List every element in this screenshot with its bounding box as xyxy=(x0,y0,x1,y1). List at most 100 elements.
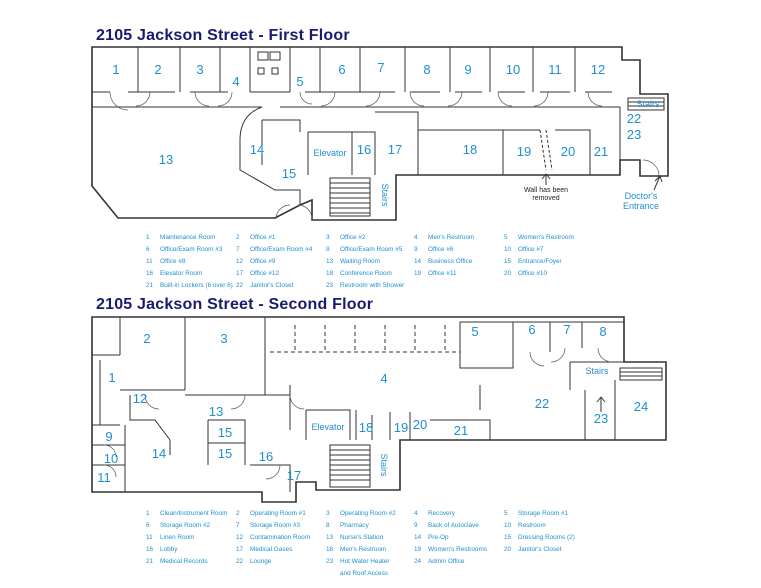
first-floor-stairs xyxy=(329,97,665,217)
sf-room-14[interactable]: 14 xyxy=(152,446,166,461)
legend-num: 13 xyxy=(326,258,334,265)
sf-room-2[interactable]: 2 xyxy=(143,331,150,346)
ff-room-16[interactable]: 16 xyxy=(357,142,371,157)
ff-room-17[interactable]: 17 xyxy=(388,142,402,157)
sf-room-23[interactable]: 23 xyxy=(594,411,608,426)
ff-room-23[interactable]: 23 xyxy=(627,127,641,142)
legend-num: 19 xyxy=(414,546,422,553)
sf-room-3[interactable]: 3 xyxy=(220,331,227,346)
ff-room-15[interactable]: 15 xyxy=(282,166,296,181)
ff-room-5[interactable]: 5 xyxy=(296,74,303,89)
sf-room-11[interactable]: 11 xyxy=(97,470,111,485)
sf-room-15b[interactable]: 15 xyxy=(218,446,232,461)
legend-text: Contamination Room xyxy=(250,534,311,541)
sf-room-21[interactable]: 21 xyxy=(454,423,468,438)
ff-room-12[interactable]: 12 xyxy=(591,62,605,77)
ff-room-4[interactable]: 4 xyxy=(232,74,239,89)
sf-room-10[interactable]: 10 xyxy=(104,451,118,466)
legend-num: 10 xyxy=(504,246,512,253)
sf-room-12[interactable]: 12 xyxy=(133,391,147,406)
ff-room-7[interactable]: 7 xyxy=(377,60,384,75)
ff-room-9[interactable]: 9 xyxy=(464,62,471,77)
ff-room-21[interactable]: 21 xyxy=(594,144,608,159)
legend-text: Pharmacy xyxy=(340,522,369,529)
ff-room-20[interactable]: 20 xyxy=(561,144,575,159)
legend-text: Admin Office xyxy=(428,558,465,565)
ff-room-19[interactable]: 19 xyxy=(517,144,531,159)
legend-num: 3 xyxy=(326,234,330,241)
ff-room-1[interactable]: 1 xyxy=(112,62,119,77)
wall-removed-note-1: Wall has been xyxy=(524,187,568,194)
legend-num: 12 xyxy=(236,534,244,541)
legend-num: 2 xyxy=(236,234,240,241)
sf-room-18[interactable]: 18 xyxy=(359,420,373,435)
sf-room-8[interactable]: 8 xyxy=(599,324,606,339)
ff-room-18[interactable]: 18 xyxy=(463,142,477,157)
ff-room-2[interactable]: 2 xyxy=(154,62,161,77)
legend-text: Dressing Rooms (2) xyxy=(518,534,575,541)
sf-stairs-label: Stairs xyxy=(379,453,389,477)
legend-text: Back of Autoclave xyxy=(428,522,479,529)
ff-room-8[interactable]: 8 xyxy=(423,62,430,77)
sf-room-9[interactable]: 9 xyxy=(105,429,112,444)
sf-room-20[interactable]: 20 xyxy=(413,417,427,432)
legend-text: Operating Room #1 xyxy=(250,510,306,517)
ff-room-6[interactable]: 6 xyxy=(338,62,345,77)
legend-item: 15 Dressing Rooms (2) xyxy=(504,534,575,541)
legend-num: 10 xyxy=(504,522,512,529)
legend-text: Janitor's Closet xyxy=(250,282,294,289)
ff-room-22[interactable]: 22 xyxy=(627,111,641,126)
legend-num: 13 xyxy=(326,534,334,541)
sf-room-15a[interactable]: 15 xyxy=(218,425,232,440)
legend-text: Office #6 xyxy=(428,246,454,253)
legend-num: 8 xyxy=(326,522,330,529)
legend-text: Recovery xyxy=(428,510,455,517)
legend-text: Hot Water Heater xyxy=(340,558,390,565)
legend-text: Linen Room xyxy=(160,534,195,541)
legend-item: 12 Contamination Room xyxy=(236,534,310,541)
sf-room-19[interactable]: 19 xyxy=(394,420,408,435)
legend-text: Restroom xyxy=(518,522,546,529)
legend-text: Elevator Room xyxy=(160,270,203,277)
sf-room-17[interactable]: 17 xyxy=(287,468,301,483)
sf-room-5[interactable]: 5 xyxy=(471,324,478,339)
ff-room-13[interactable]: 13 xyxy=(159,152,173,167)
ff-room-10[interactable]: 10 xyxy=(506,62,520,77)
legend-text: Built-in Lockers (6 over 6) xyxy=(160,282,233,289)
second-floor-stairs xyxy=(329,367,663,488)
legend-text: Office #12 xyxy=(250,270,280,277)
legend-num: 16 xyxy=(146,270,154,277)
legend-num: 14 xyxy=(414,258,422,265)
legend-text: Clean/Instrument Room xyxy=(160,510,228,517)
ff-room-11[interactable]: 11 xyxy=(548,62,562,77)
sf-room-1[interactable]: 1 xyxy=(108,370,115,385)
sf-room-4[interactable]: 4 xyxy=(380,371,387,386)
ff-room-3[interactable]: 3 xyxy=(196,62,203,77)
sf-room-6[interactable]: 6 xyxy=(528,322,535,337)
ff-room-14[interactable]: 14 xyxy=(250,142,264,157)
legend-text: Office/Exam Room #3 xyxy=(160,246,223,253)
sf-room-7[interactable]: 7 xyxy=(563,322,570,337)
sf-room-22[interactable]: 22 xyxy=(535,396,549,411)
sf-room-16[interactable]: 16 xyxy=(259,449,273,464)
sf-room-13[interactable]: 13 xyxy=(209,404,223,419)
legend-num: 15 xyxy=(504,534,512,541)
sf-room-24[interactable]: 24 xyxy=(634,399,648,414)
